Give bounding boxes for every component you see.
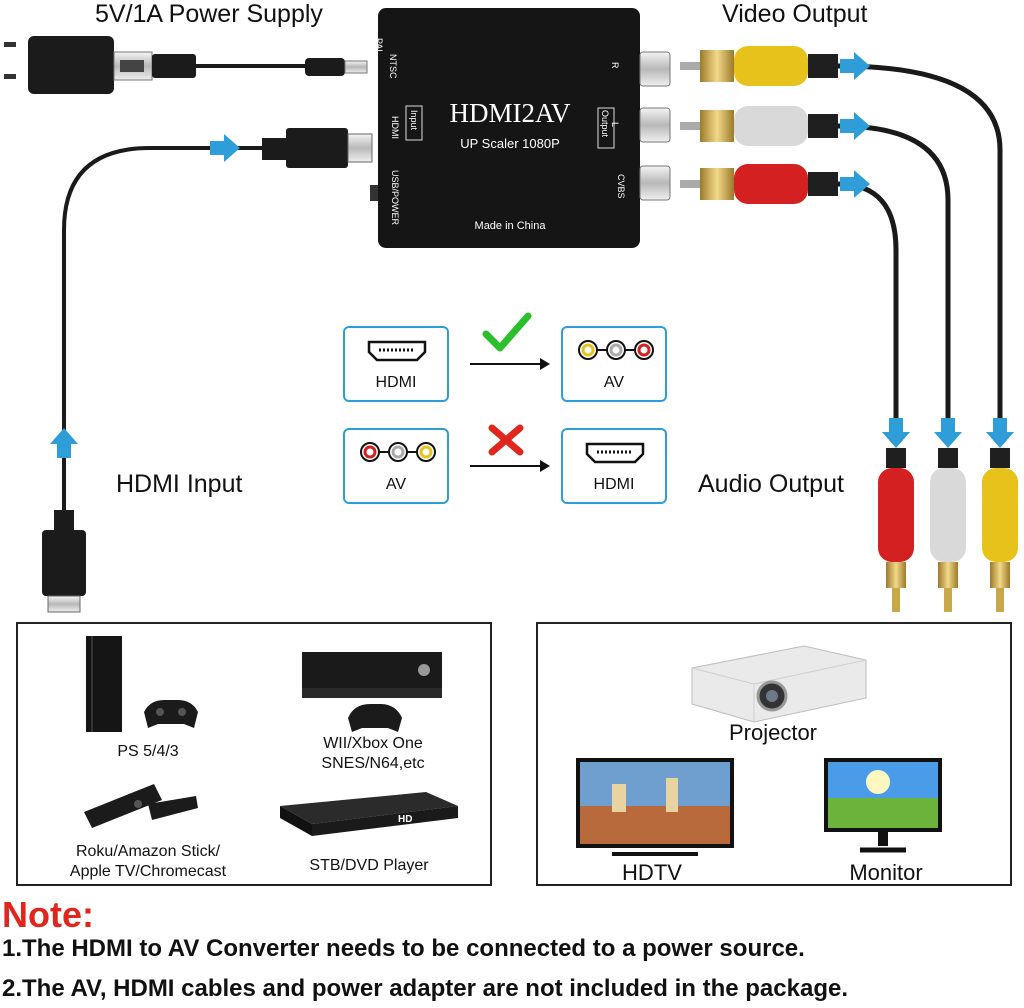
source-wii-label-line1: WII/Xbox One — [323, 735, 423, 752]
video-output-label: Video Output — [722, 0, 868, 28]
port-r-label: R — [610, 62, 620, 69]
source-ps-label: PS 5/4/3 — [117, 743, 179, 760]
hdmi-input-cable-icon — [42, 128, 373, 613]
compat-row2-from: AV — [385, 476, 407, 493]
display-monitor-label: Monitor — [849, 860, 923, 885]
converter-made-in: Made in China — [474, 220, 546, 232]
note-title: Note: — [2, 894, 94, 935]
compat-arrows — [470, 358, 550, 472]
monitor-icon — [824, 758, 942, 853]
compat-card-av-target: AV — [561, 326, 667, 402]
compat-card-hdmi-source: HDMI — [343, 326, 449, 402]
power-supply-label: 5V/1A Power Supply — [95, 0, 323, 28]
streaming-stick-icon — [84, 784, 198, 828]
port-output-label: Output — [600, 110, 610, 138]
rca-ports-icon — [578, 340, 654, 360]
playstation-console-icon — [86, 636, 198, 732]
xbox-console-icon — [302, 652, 442, 732]
hdtv-icon — [576, 758, 734, 856]
source-wii-label-line2: SNES/N64,etc — [321, 755, 425, 772]
audio-output-label: Audio Output — [698, 470, 844, 498]
compat-card-av-source: AV — [343, 428, 449, 504]
converter-title: HDMI2AV — [449, 98, 571, 128]
source-roku-label-line1: Roku/Amazon Stick/ — [75, 843, 221, 860]
compat-row1-from: HDMI — [375, 374, 417, 391]
stb-hd-badge: HD — [398, 814, 413, 825]
note-line-2: 2.The AV, HDMI cables and power adapter … — [2, 975, 848, 1002]
hdmi-input-label: HDMI Input — [116, 470, 243, 498]
source-devices-panel: PS 5/4/3 WII/Xbox One SNES/N64,etc Roku/… — [16, 622, 492, 886]
source-stb-label: STB/DVD Player — [309, 857, 429, 874]
port-ntsc-label: NTSC — [388, 54, 398, 79]
port-pal-label: PAL — [374, 38, 384, 55]
display-devices-panel: Projector HDTV Monitor — [536, 622, 1012, 886]
port-usb-label: USB/POWER — [390, 170, 400, 226]
port-cvbs-label: CVBS — [616, 174, 626, 199]
rca-audio-plugs — [878, 418, 1018, 612]
converter-subtitle: UP Scaler 1080P — [460, 136, 560, 151]
converter-box — [370, 8, 671, 248]
port-input-label: Input — [409, 110, 419, 131]
dvd-player-icon — [280, 792, 458, 836]
compat-row1-to: AV — [603, 374, 625, 391]
compat-card-hdmi-target: HDMI — [561, 428, 667, 504]
projector-icon — [691, 645, 867, 723]
display-hdtv-label: HDTV — [622, 860, 682, 885]
port-l-label: L — [610, 122, 620, 128]
rca-ports-icon — [360, 442, 436, 462]
compat-row2-to: HDMI — [593, 476, 635, 493]
cross-mark-icon — [488, 424, 524, 456]
connection-diagram — [4, 8, 1018, 613]
rca-video-cables — [680, 46, 1003, 440]
power-adapter-icon — [4, 36, 368, 94]
port-hdmi-label: HDMI — [390, 116, 400, 139]
hdmi-port-icon — [585, 442, 645, 464]
hdmi-port-icon — [367, 340, 427, 362]
note-line-1: 1.The HDMI to AV Converter needs to be c… — [2, 935, 805, 962]
check-mark-icon — [482, 312, 532, 352]
display-projector-label: Projector — [728, 720, 818, 745]
source-roku-label-line2: Apple TV/Chromecast — [69, 863, 227, 880]
